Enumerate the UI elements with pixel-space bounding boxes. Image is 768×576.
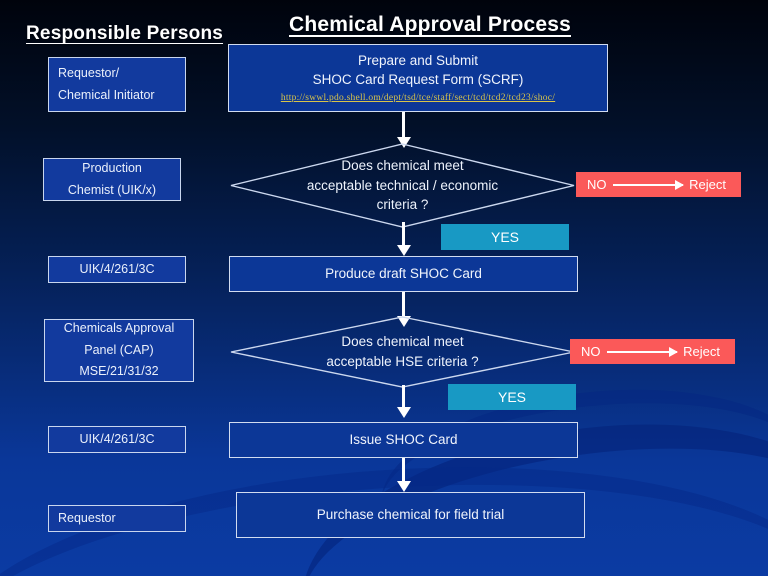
process-line: Issue SHOC Card <box>349 432 458 448</box>
role-box-requestor[interactable]: Requestor <box>48 505 186 532</box>
role-box-chemicals-approval-panel[interactable]: Chemicals Approval Panel (CAP) MSE/21/31… <box>44 319 194 382</box>
yes-branch-hse-criteria[interactable]: YES <box>448 384 576 410</box>
process-line: SHOC Card Request Form (SCRF) <box>312 72 524 88</box>
role-line: Production <box>82 161 142 175</box>
role-line: MSE/21/31/32 <box>79 364 159 379</box>
process-box-issue-shoc-card[interactable]: Issue SHOC Card <box>229 422 578 458</box>
role-line: Requestor <box>58 510 116 525</box>
reject-branch-technical-economic[interactable]: NO Reject <box>576 172 741 197</box>
yes-branch-technical-economic[interactable]: YES <box>441 224 569 250</box>
role-box-uik-4-261-3c-b[interactable]: UIK/4/261/3C <box>48 426 186 453</box>
process-box-prepare-submit-scrf[interactable]: Prepare and Submit SHOC Card Request For… <box>228 44 608 112</box>
heading-chemical-approval-process: Chemical Approval Process <box>289 13 571 36</box>
role-line: Panel (CAP) <box>84 342 154 357</box>
connector-arrow-decision1-to-step2 <box>402 222 405 246</box>
process-line: Produce draft SHOC Card <box>325 266 482 282</box>
role-line: Requestor/ <box>58 66 120 80</box>
reject-branch-hse-criteria[interactable]: NO Reject <box>570 339 735 364</box>
decision-diamond-hse-criteria[interactable]: Does chemical meet acceptable HSE criter… <box>230 316 575 388</box>
connector-arrow-step3-to-step4 <box>402 458 405 482</box>
reject-arrow-icon <box>612 179 684 190</box>
branch-label-no: NO <box>587 177 607 192</box>
role-line: Chemist (UIK/x) <box>67 182 157 197</box>
role-line: Chemical Initiator <box>58 87 155 102</box>
role-line: Chemicals Approval <box>63 321 175 336</box>
role-box-requestor-initiator[interactable]: Requestor/ Chemical Initiator <box>48 57 186 112</box>
branch-label-yes: YES <box>497 389 526 405</box>
branch-label-reject: Reject <box>689 177 726 192</box>
process-box-purchase-chemical-field-trial[interactable]: Purchase chemical for field trial <box>236 492 585 538</box>
branch-label-yes: YES <box>490 229 519 245</box>
scrf-url-link[interactable]: http://swwl.pdo.shell.om/dept/tsd/tce/st… <box>280 92 556 103</box>
process-line: Purchase chemical for field trial <box>316 507 505 523</box>
connector-arrow-step2-to-decision2 <box>402 292 405 317</box>
decorative-swoosh-1 <box>282 387 768 576</box>
reject-arrow-icon <box>606 346 678 357</box>
heading-responsible-persons: Responsible Persons <box>26 23 224 44</box>
branch-label-reject: Reject <box>683 344 720 359</box>
connector-arrow-decision2-to-step3 <box>402 385 405 408</box>
branch-label-no: NO <box>581 344 601 359</box>
connector-arrow-step1-to-decision1 <box>402 112 405 138</box>
decision-diamond-technical-economic[interactable]: Does chemical meet acceptable technical … <box>230 143 575 228</box>
role-box-uik-4-261-3c-a[interactable]: UIK/4/261/3C <box>48 256 186 283</box>
process-box-produce-draft-shoc-card[interactable]: Produce draft SHOC Card <box>229 256 578 292</box>
role-line: UIK/4/261/3C <box>79 261 155 276</box>
role-box-production-chemist[interactable]: Production Chemist (UIK/x) <box>43 158 181 201</box>
process-line: Prepare and Submit <box>357 52 479 68</box>
role-line: UIK/4/261/3C <box>79 431 155 446</box>
